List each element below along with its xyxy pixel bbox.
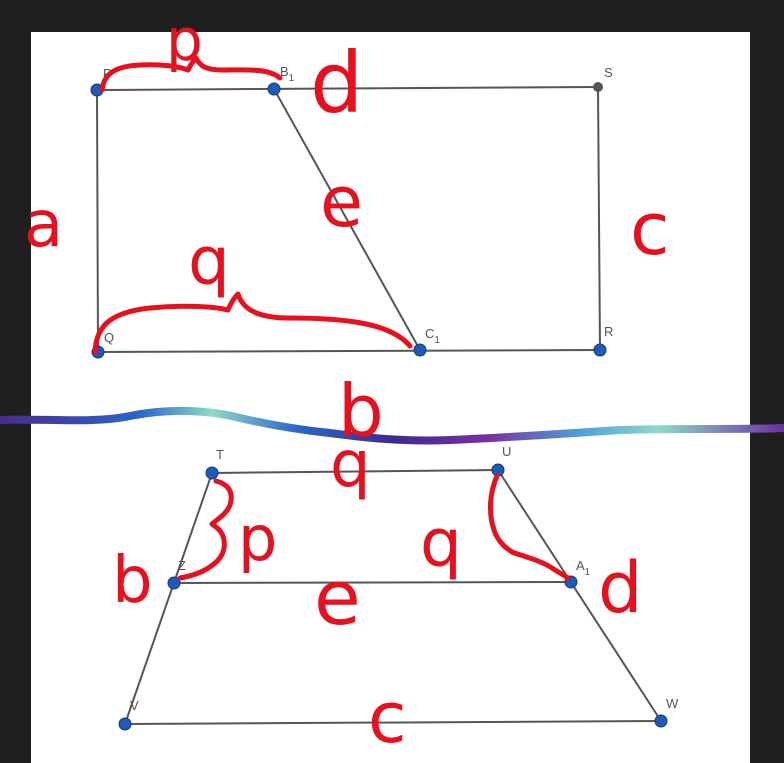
- label-b1-sub: 1: [289, 73, 295, 84]
- point-c1[interactable]: [413, 343, 427, 357]
- point-b1[interactable]: [267, 82, 281, 96]
- annotation-q-top: q: [188, 223, 230, 300]
- segment-v-w: [124, 720, 662, 725]
- annotation-e-top: e: [320, 161, 363, 243]
- label-b1-main: B: [280, 64, 289, 79]
- annotation-c-bottom: c: [368, 677, 407, 759]
- point-s[interactable]: [593, 82, 603, 92]
- annotation-c-top: c: [630, 187, 670, 271]
- annotation-p-top: p: [166, 6, 203, 74]
- label-v: V: [130, 698, 139, 713]
- segment-t-u: [211, 469, 499, 474]
- label-w: W: [666, 696, 679, 711]
- label-s: S: [604, 65, 613, 80]
- top-braces: [92, 55, 413, 355]
- annotation-a: a: [24, 188, 63, 262]
- galaxy-divider: [0, 406, 784, 445]
- white-sheet: [31, 32, 750, 763]
- bottom-braces: [177, 473, 571, 581]
- brace-u-a1: [487, 473, 571, 581]
- top-figure: P B1 S Q C1 R: [90, 64, 613, 359]
- segment-s-r: [597, 86, 601, 351]
- point-z[interactable]: [167, 576, 181, 590]
- annotation-q-bottom-top: q: [330, 428, 371, 502]
- annotation-d-top: d: [310, 34, 363, 132]
- label-c1-main: C: [425, 326, 434, 341]
- segment-z-a1: [173, 581, 572, 584]
- annotation-p-bottom: p: [238, 502, 277, 575]
- point-w[interactable]: [654, 714, 668, 728]
- annotation-e-bottom: e: [314, 553, 361, 642]
- point-t[interactable]: [205, 466, 219, 480]
- label-a1-main: A: [576, 558, 585, 573]
- brace-p-b1: [99, 55, 283, 93]
- segment-p-s: [96, 86, 599, 91]
- label-c1-sub: 1: [434, 335, 440, 346]
- top-annotations: p d a e c q: [24, 6, 670, 300]
- label-c1: C1: [425, 326, 440, 346]
- annotation-b-bottom: b: [112, 544, 153, 618]
- label-u: U: [502, 444, 511, 459]
- label-q: Q: [104, 330, 114, 345]
- annotation-q-bottom-right: q: [420, 505, 462, 582]
- point-v[interactable]: [118, 717, 132, 731]
- brace-q-c1: [92, 291, 413, 355]
- label-r: R: [604, 324, 613, 339]
- label-a1: A1: [576, 558, 591, 578]
- point-r[interactable]: [593, 343, 607, 357]
- segment-p-q: [96, 89, 99, 353]
- annotation-d-bottom: d: [598, 547, 642, 629]
- segment-q-r: [97, 349, 601, 353]
- brace-t-z: [177, 478, 234, 581]
- label-t: T: [216, 447, 224, 462]
- annotation-b-divider: b: [338, 369, 384, 453]
- label-b1: B1: [280, 64, 295, 84]
- label-a1-sub: 1: [585, 567, 591, 578]
- segment-u-w: [497, 469, 662, 722]
- label-z: Z: [178, 558, 186, 573]
- bottom-annotations: q p q b e d c: [112, 428, 642, 759]
- segment-t-v: [124, 472, 213, 725]
- segment-b1-c1: [273, 88, 421, 351]
